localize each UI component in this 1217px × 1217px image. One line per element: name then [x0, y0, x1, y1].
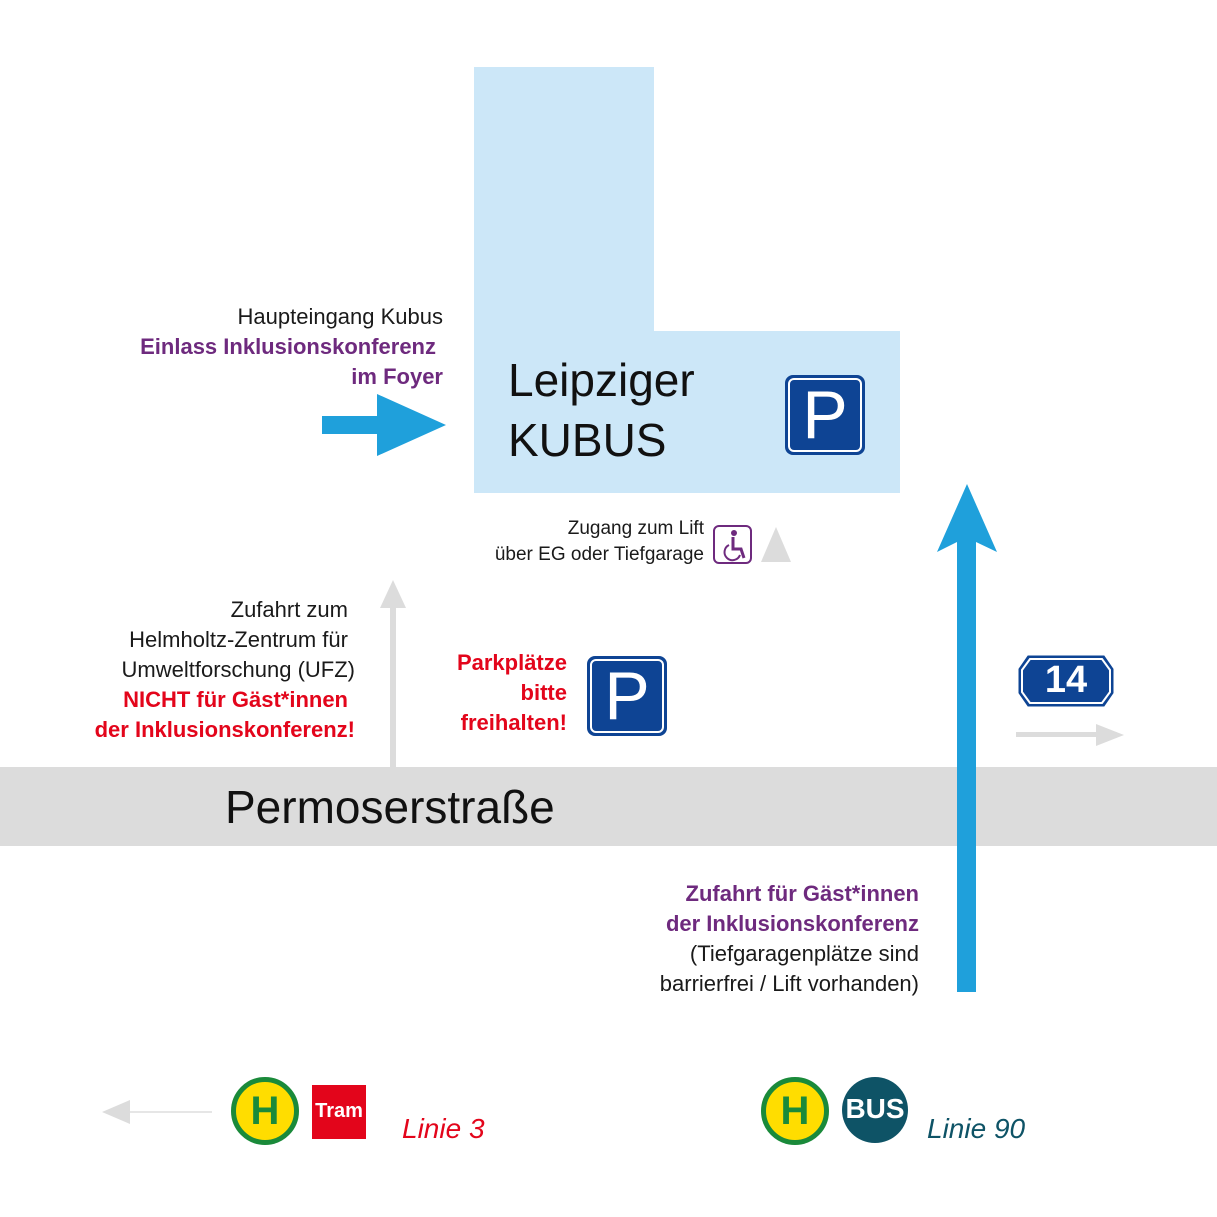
tram-direction-arrow-left-icon	[102, 1100, 212, 1124]
street-name: Permoserstraße	[225, 781, 555, 833]
ufz-line5: der Inklusionskonferenz!	[94, 717, 355, 742]
main-entrance-line1: Haupteingang Kubus	[237, 304, 444, 329]
main-entrance-line3: im Foyer	[351, 364, 443, 389]
lift-access-label: Zugang zum Lift über EG oder Tiefgarage	[495, 516, 704, 568]
tram-line-label: Linie 3	[402, 1113, 485, 1144]
bus-icon: BUS	[842, 1077, 908, 1143]
bus-stop-h-icon: H	[761, 1077, 829, 1145]
arrow-right-icon	[322, 394, 446, 456]
building-name-line2: KUBUS	[508, 414, 667, 466]
main-entrance-label: Haupteingang Kubus Einlass Inklusionskon…	[140, 302, 443, 392]
main-entrance-line2: Einlass Inklusionskonferenz	[140, 334, 436, 359]
wheelchair-icon	[713, 525, 752, 564]
parking-reserved-line1: Parkplätze	[456, 650, 567, 675]
lift-access-line1: Zugang zum Lift	[567, 518, 704, 539]
ufz-access-label: Zufahrt zum Helmholtz-Zentrum für Umwelt…	[95, 595, 355, 745]
building-name: Leipziger KUBUS	[508, 350, 695, 470]
parking-sign-icon: P	[785, 375, 865, 455]
parking-reserved-sign-icon: P	[587, 656, 667, 736]
tram-stop-h-icon: H	[231, 1077, 299, 1145]
bus-line-label: Linie 90	[927, 1113, 1026, 1144]
ufz-line3: Umweltforschung (UFZ)	[121, 657, 355, 682]
parking-reserved-line2: bitte	[520, 680, 567, 705]
guest-access-label: Zufahrt für Gäst*innen der Inklusionskon…	[660, 879, 919, 999]
tram-icon: Tram	[312, 1085, 366, 1139]
highway-sign-icon	[1018, 655, 1114, 707]
ufz-arrow-up-icon	[380, 580, 406, 770]
ufz-line4: NICHT für Gäst*innen	[123, 687, 348, 712]
guest-line1: Zufahrt für Gäst*innen	[685, 881, 919, 906]
building-name-line1: Leipziger	[508, 354, 695, 406]
guest-line3: (Tiefgaragenplätze sind	[689, 941, 919, 966]
triangle-up-icon	[761, 527, 791, 562]
street	[0, 767, 1217, 846]
parking-reserved-line3: freihalten!	[460, 710, 567, 735]
highway-arrow-right-icon	[1016, 724, 1124, 746]
guest-line4: barrierfrei / Lift vorhanden)	[659, 971, 919, 996]
guest-arrow-up-icon	[937, 484, 997, 992]
lift-access-line2: über EG oder Tiefgarage	[494, 544, 704, 565]
ufz-line2: Helmholtz-Zentrum für	[129, 627, 348, 652]
ufz-line1: Zufahrt zum	[230, 597, 348, 622]
guest-line2: der Inklusionskonferenz	[665, 911, 919, 936]
parking-reserved-label: Parkplätze bitte freihalten!	[457, 648, 567, 738]
highway-number: 14	[1044, 659, 1088, 701]
